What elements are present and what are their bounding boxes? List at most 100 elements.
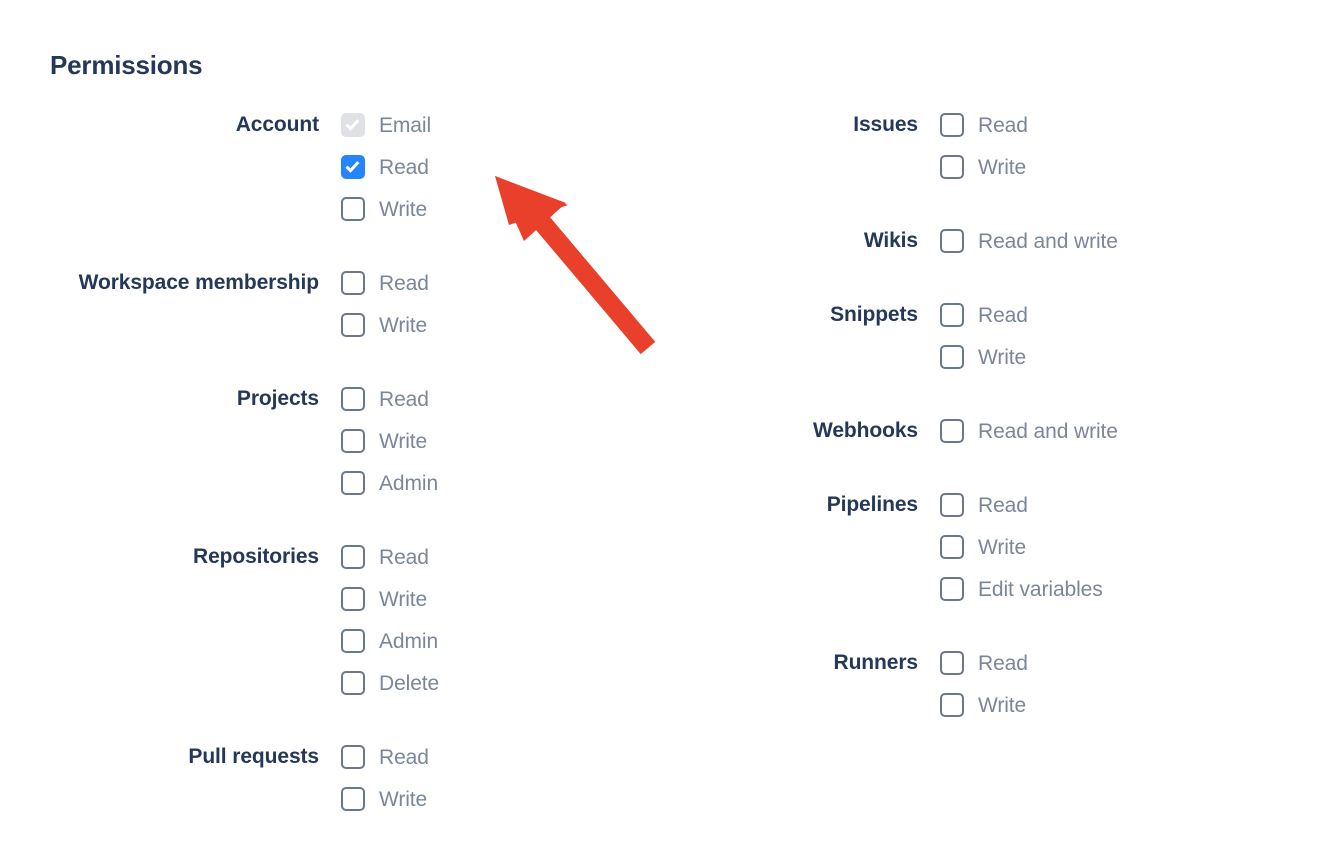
issues-write-checkbox[interactable] — [940, 155, 964, 179]
permission-row: Write — [341, 778, 660, 820]
runners-write-checkbox[interactable] — [940, 693, 964, 717]
permission-row: Read — [940, 642, 1260, 684]
group-label-webhooks: Webhooks — [813, 419, 918, 442]
permission-row: Admin — [341, 620, 660, 662]
projects-read-label[interactable]: Read — [379, 387, 429, 411]
permission-row: Write — [341, 578, 660, 620]
pipelines-read-checkbox[interactable] — [940, 493, 964, 517]
issues-read-checkbox[interactable] — [940, 113, 964, 137]
permission-row: Email — [341, 104, 660, 146]
snippets-write-checkbox[interactable] — [940, 345, 964, 369]
repositories-admin-checkbox[interactable] — [341, 629, 365, 653]
permission-row: Read — [341, 378, 660, 420]
projects-write-label[interactable]: Write — [379, 429, 428, 453]
runners-read-label[interactable]: Read — [978, 651, 1028, 675]
permission-row: Delete — [341, 662, 660, 704]
pipelines-edit-variables-label[interactable]: Edit variables — [978, 577, 1103, 601]
snippets-read-label[interactable]: Read — [978, 303, 1028, 327]
snippets-write-label[interactable]: Write — [978, 345, 1027, 369]
workspace-membership-write-checkbox[interactable] — [341, 313, 365, 337]
snippets-read-checkbox[interactable] — [940, 303, 964, 327]
webhooks-read-and-write-label[interactable]: Read and write — [978, 419, 1118, 443]
workspace-membership-read-label[interactable]: Read — [379, 271, 429, 295]
permission-row: Read — [341, 536, 660, 578]
account-read-label[interactable]: Read — [379, 155, 429, 179]
permission-row: Read — [341, 146, 660, 188]
group-label-account: Account — [235, 113, 319, 136]
webhooks-read-and-write-checkbox[interactable] — [940, 419, 964, 443]
workspace-membership-read-checkbox[interactable] — [341, 271, 365, 295]
repositories-write-label[interactable]: Write — [379, 587, 428, 611]
projects-admin-checkbox[interactable] — [341, 471, 365, 495]
repositories-admin-label[interactable]: Admin — [379, 629, 439, 653]
group-label-pull-requests: Pull requests — [188, 745, 319, 768]
group-label-snippets: Snippets — [830, 303, 918, 326]
permission-row: Write — [940, 526, 1260, 568]
permission-row: Read and write — [940, 410, 1260, 452]
projects-write-checkbox[interactable] — [341, 429, 365, 453]
issues-write-label[interactable]: Write — [978, 155, 1027, 179]
permission-row: Write — [341, 420, 660, 462]
wikis-read-and-write-checkbox[interactable] — [940, 229, 964, 253]
repositories-delete-checkbox[interactable] — [341, 671, 365, 695]
pull-requests-write-checkbox[interactable] — [341, 787, 365, 811]
projects-admin-label[interactable]: Admin — [379, 471, 439, 495]
repositories-write-checkbox[interactable] — [341, 587, 365, 611]
account-read-checkbox[interactable] — [341, 155, 365, 179]
permission-row: Read — [940, 484, 1260, 526]
pipelines-write-label[interactable]: Write — [978, 535, 1027, 559]
repositories-delete-label[interactable]: Delete — [379, 671, 440, 695]
permission-row: Read — [341, 736, 660, 778]
pipelines-read-label[interactable]: Read — [978, 493, 1028, 517]
runners-read-checkbox[interactable] — [940, 651, 964, 675]
pull-requests-write-label[interactable]: Write — [379, 787, 428, 811]
account-write-checkbox[interactable] — [341, 197, 365, 221]
group-label-workspace-membership: Workspace membership — [78, 271, 319, 294]
permission-row: Read — [940, 294, 1260, 336]
check-icon — [345, 116, 360, 131]
permission-group: Webhooks Read and write — [600, 410, 1260, 452]
issues-read-label[interactable]: Read — [978, 113, 1028, 137]
repositories-read-checkbox[interactable] — [341, 545, 365, 569]
account-email-checkbox — [341, 113, 365, 137]
pipelines-edit-variables-checkbox[interactable] — [940, 577, 964, 601]
wikis-read-and-write-label[interactable]: Read and write — [978, 229, 1118, 253]
pipelines-write-checkbox[interactable] — [940, 535, 964, 559]
group-label-issues: Issues — [853, 113, 918, 136]
runners-write-label[interactable]: Write — [978, 693, 1027, 717]
check-icon — [345, 158, 360, 173]
permission-row: Write — [940, 146, 1260, 188]
permission-row: Read — [341, 262, 660, 304]
group-label-repositories: Repositories — [193, 545, 319, 568]
account-email-label: Email — [379, 113, 432, 137]
projects-read-checkbox[interactable] — [341, 387, 365, 411]
pull-requests-read-label[interactable]: Read — [379, 745, 429, 769]
permission-row: Write — [940, 336, 1260, 378]
group-label-runners: Runners — [833, 651, 919, 674]
group-options: Read and write — [940, 220, 1260, 262]
account-write-label[interactable]: Write — [379, 197, 428, 221]
permission-row: Write — [940, 684, 1260, 726]
workspace-membership-write-label[interactable]: Write — [379, 313, 428, 337]
pull-requests-read-checkbox[interactable] — [341, 745, 365, 769]
repositories-read-label[interactable]: Read — [379, 545, 429, 569]
permission-row: Admin — [341, 462, 660, 504]
permission-row: Read — [940, 104, 1260, 146]
group-label-pipelines: Pipelines — [826, 493, 918, 516]
